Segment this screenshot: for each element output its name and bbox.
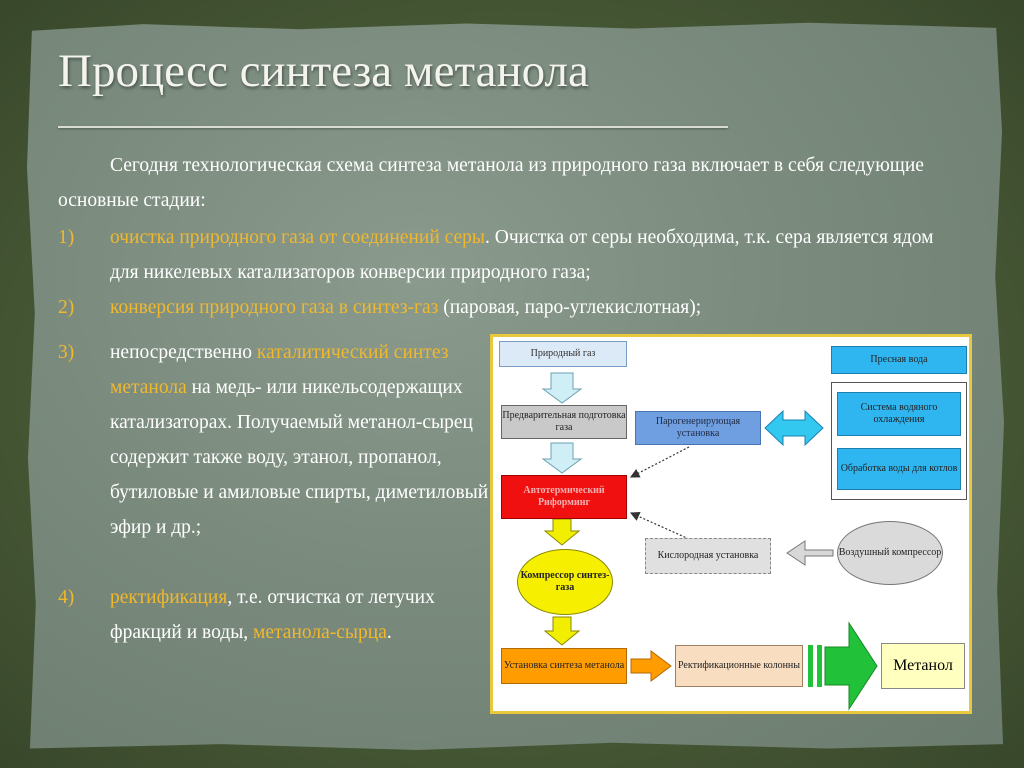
stage-number: 4) <box>58 587 75 608</box>
slide-title: Процесс синтеза метанола <box>58 45 589 97</box>
node-rectification: Ректификационные колонны <box>675 645 803 687</box>
stage-highlight: каталитический синтез метанола <box>110 342 449 398</box>
double-arrow-cyan <box>764 409 824 447</box>
green-bar <box>817 645 822 687</box>
flow-arrow-down <box>543 518 581 546</box>
node-methanol: Метанол <box>881 643 965 689</box>
stage-text: конверсия природного газа в синтез-газ (… <box>110 290 958 325</box>
intro-paragraph: Сегодня технологическая схема синтеза ме… <box>58 155 924 211</box>
stage-item-4: 4) ректификация, т.е. отчистка от летучи… <box>58 580 488 685</box>
flow-arrow-right <box>630 650 672 682</box>
node-autothermal-reforming: Автотермический Риформинг <box>501 475 627 519</box>
water-systems-group <box>831 382 967 500</box>
stage-highlight-secondary: метанола-сырца <box>253 622 387 643</box>
stage-highlight: ректификация <box>110 587 228 608</box>
flow-arrow-down <box>541 442 583 474</box>
node-pretreatment: Предварительная подготовка газа <box>501 405 627 439</box>
flow-arrow-down <box>541 372 583 404</box>
stage-text: непосредственно каталитический синтез ме… <box>110 335 490 545</box>
stage-description: , т.е. отчистка от летучих фракций и вод… <box>110 587 435 643</box>
dotted-arrow <box>629 446 690 478</box>
title-underline <box>58 126 728 128</box>
stage-number: 3) <box>58 342 75 363</box>
stage-description: на медь- или никельсодержащих катализато… <box>110 377 489 538</box>
green-bar <box>808 645 813 687</box>
node-air-compressor: Воздушный компрессор <box>837 521 943 585</box>
dotted-arrow <box>629 512 690 540</box>
stage-description: . Очистка от серы необходима, т.к. сера … <box>110 227 934 283</box>
diagram-arrows <box>541 372 878 711</box>
node-syngas-compressor: Компрессор синтез-газа <box>517 549 613 615</box>
stage-description: (паровая, паро-углекислотная); <box>438 297 702 318</box>
stage-item-2: 2) конверсия природного газа в синтез-га… <box>58 290 958 325</box>
stage-tail: . <box>386 622 392 643</box>
node-boiler-water: Обработка воды для котлов <box>837 448 961 490</box>
node-cooling-system: Система водяного охлаждения <box>837 392 961 436</box>
stage-highlight: очистка природного газа от соединений се… <box>110 227 486 248</box>
grey-arrow-left <box>786 540 834 566</box>
stage-text: очистка природного газа от соединений се… <box>110 220 958 290</box>
stage-number: 1) <box>58 227 75 248</box>
node-synthesis-unit: Установка синтеза метанола <box>501 648 627 684</box>
process-flow-diagram: Природный газ Предварительная подготовка… <box>490 334 972 714</box>
node-natural-gas: Природный газ <box>499 341 627 367</box>
stage-text: ректификация, т.е. отчистка от летучих ф… <box>110 580 490 650</box>
stage-prefix: непосредственно <box>110 342 257 363</box>
stage-number: 2) <box>58 297 75 318</box>
flow-arrow-down <box>543 616 581 646</box>
stage-item-1: 1) очистка природного газа от соединений… <box>58 220 958 290</box>
node-steam-generator: Парогенерирующая установка <box>635 411 761 445</box>
node-fresh-water: Пресная вода <box>831 346 967 374</box>
stage-highlight: конверсия природного газа в синтез-газ <box>110 297 439 318</box>
node-oxygen-unit: Кислородная установка <box>645 538 771 574</box>
big-green-arrow <box>824 621 878 711</box>
stage-item-3: 3) непосредственно каталитический синтез… <box>58 335 488 580</box>
